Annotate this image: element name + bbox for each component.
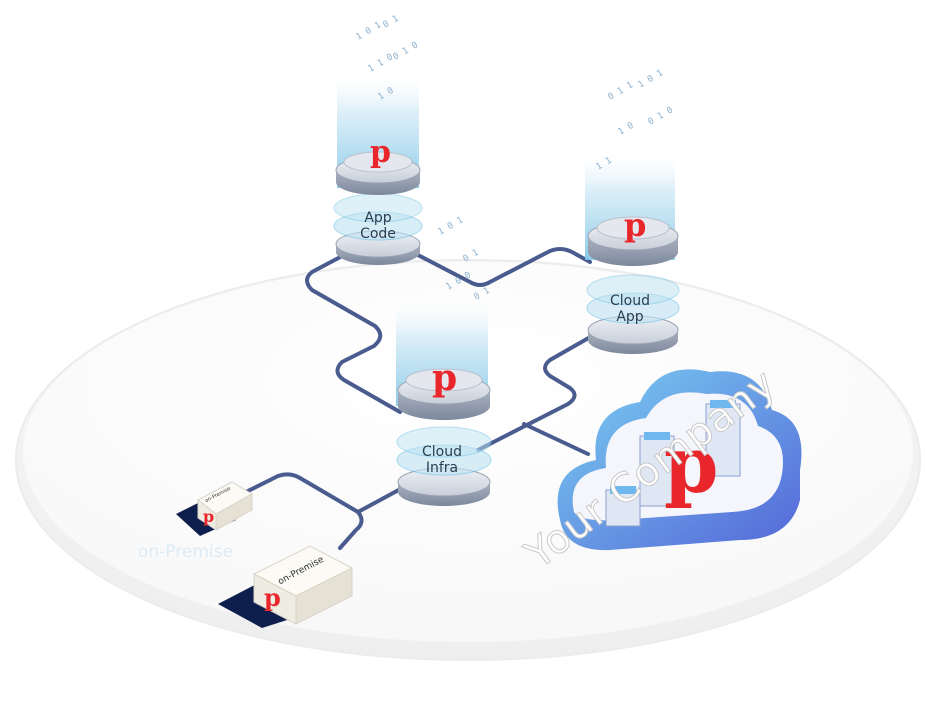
company-cloud: p xyxy=(557,369,802,551)
server-rack-icon xyxy=(605,400,741,527)
svg-text:0 1 1: 0 1 1 xyxy=(607,80,635,102)
svg-text:1 0 1: 1 0 1 xyxy=(355,20,383,42)
cloud-infra-node: 1 0 1 0 1 1 0 0 0 1 p xyxy=(396,215,492,506)
on-premise-large: p xyxy=(218,545,354,628)
cloud-app-label-line2: App xyxy=(616,309,644,325)
app-code-label-line2: Code xyxy=(360,226,396,242)
logo-icon: p xyxy=(664,420,719,511)
logo-icon: p xyxy=(203,507,214,526)
on-premise-small: p xyxy=(176,481,253,536)
connection-lines xyxy=(244,247,594,550)
svg-text:1 0 1: 1 0 1 xyxy=(437,215,465,237)
link-onprem-large xyxy=(338,510,364,550)
svg-text:0 1 0: 0 1 0 xyxy=(647,105,675,127)
logo-icon: p xyxy=(264,583,281,612)
link-appcode-cloudapp xyxy=(414,247,592,287)
svg-text:0 1: 0 1 xyxy=(382,14,401,31)
link-appcode-left xyxy=(305,252,402,414)
logo-icon: p xyxy=(432,357,457,399)
cloud-infra-label-line2: Infra xyxy=(425,460,459,476)
app-code-label: App Code xyxy=(318,210,438,242)
svg-text:1 0: 1 0 xyxy=(617,121,636,138)
on-premise-caption: on-Premise xyxy=(138,542,233,562)
svg-text:1 0 1: 1 0 1 xyxy=(637,68,665,90)
cloud-infra-label-line1: Cloud xyxy=(422,444,462,460)
link-cloudapp-infra xyxy=(476,334,594,452)
logo-icon: p xyxy=(624,206,646,244)
cloud-app-label-line1: Cloud xyxy=(610,293,650,309)
link-infra-cloud xyxy=(522,422,590,456)
app-code-label-line1: App xyxy=(364,210,392,226)
cloud-app-label: Cloud App xyxy=(570,293,690,325)
link-infra-onprem xyxy=(244,472,408,514)
logo-icon: p xyxy=(370,135,391,170)
app-code-node: 1 0 1 0 1 1 1 0 0 1 0 1 0 p xyxy=(333,14,423,265)
cloud-infra-label: Cloud Infra xyxy=(382,444,502,476)
svg-text:0 1 0: 0 1 0 xyxy=(392,40,420,62)
